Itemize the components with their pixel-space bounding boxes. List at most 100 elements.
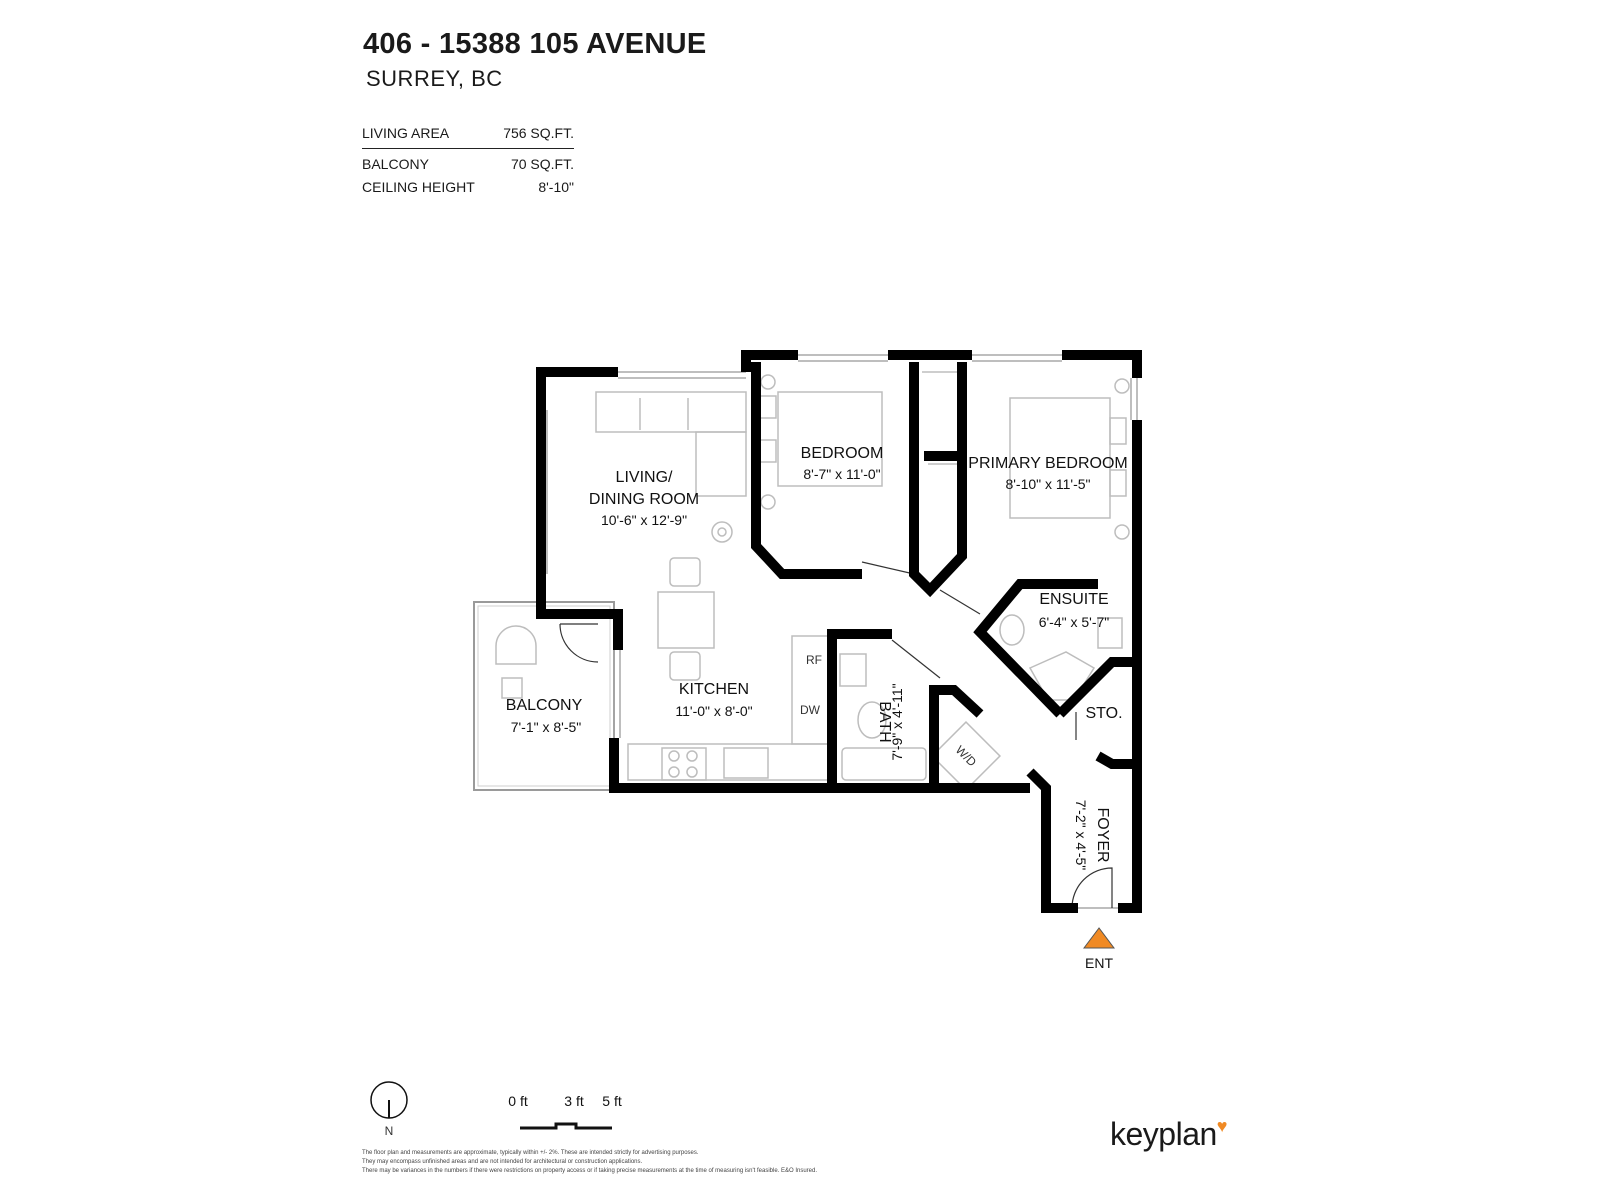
sofa-chaise bbox=[695, 431, 747, 497]
stove-burner bbox=[668, 766, 680, 778]
bath-label: BATH bbox=[876, 701, 893, 742]
washer-dryer-label: W/D bbox=[953, 743, 980, 770]
stove-burner bbox=[686, 750, 698, 762]
compass-north-label: N bbox=[385, 1124, 394, 1138]
disclaimer-line: There may be variances in the numbers if… bbox=[362, 1168, 818, 1174]
walls bbox=[536, 350, 1142, 913]
stove bbox=[661, 747, 707, 781]
primary-pillow bbox=[1109, 469, 1127, 497]
property-address: 406 - 15388 105 AVENUE bbox=[363, 28, 707, 60]
bath-dimensions: 7'-9" x 4'-11" bbox=[889, 683, 905, 760]
wall-bath-west bbox=[827, 629, 892, 788]
stove-burner bbox=[668, 750, 680, 762]
living-room-dimensions: 10'-6" x 12'-9" bbox=[601, 512, 687, 528]
wall-foyer-west bbox=[1026, 768, 1078, 913]
bath-vanity bbox=[839, 653, 867, 687]
wall-living-north bbox=[741, 350, 798, 372]
stat-row-living-area: LIVING AREA 756 SQ.FT. bbox=[362, 122, 574, 149]
stat-value: 756 SQ.FT. bbox=[503, 125, 574, 141]
scale-bar bbox=[520, 1122, 612, 1130]
bedroom-pillow bbox=[759, 439, 777, 463]
primary-bedroom-label: PRIMARY BEDROOM bbox=[968, 455, 1127, 472]
entry-door bbox=[1071, 867, 1113, 909]
scale-label-5: 5 ft bbox=[602, 1093, 622, 1109]
property-city: SURREY, BC bbox=[366, 66, 503, 91]
primary-bed bbox=[1009, 397, 1111, 519]
primary-pillow bbox=[1109, 417, 1127, 445]
stat-label: LIVING AREA bbox=[362, 125, 450, 141]
bedroom-label: BEDROOM bbox=[801, 445, 884, 462]
dining-chair bbox=[669, 651, 701, 681]
doors bbox=[559, 561, 1113, 909]
dining-chair bbox=[669, 557, 701, 587]
disclaimer-line: They may encompass unfinished areas and … bbox=[362, 1159, 643, 1165]
bedroom-dimensions: 8'-7" x 11'-0" bbox=[803, 466, 880, 482]
stat-row-ceiling-height: CEILING HEIGHT 8'-10" bbox=[362, 176, 574, 199]
foyer-dimensions: 7'-2" x 4'-5" bbox=[1073, 800, 1089, 871]
disclaimer-line: The floor plan and measurements are appr… bbox=[362, 1150, 699, 1156]
wall-ensuite bbox=[973, 579, 1098, 718]
wall-east bbox=[1118, 420, 1142, 913]
sofa bbox=[595, 391, 747, 433]
bath-tub bbox=[841, 747, 927, 781]
brand-name: keyplan bbox=[1110, 1116, 1217, 1152]
area-stats-table: LIVING AREA 756 SQ.FT. BALCONY 70 SQ.FT.… bbox=[362, 122, 574, 199]
bedroom-door bbox=[861, 561, 915, 575]
brand-logo: keyplan♥ bbox=[1110, 1116, 1227, 1153]
entry-arrow-icon bbox=[1083, 927, 1115, 949]
living-room-label: LIVING/ bbox=[616, 469, 673, 486]
wall-south bbox=[609, 738, 1030, 793]
stat-value: 70 SQ.FT. bbox=[510, 156, 574, 172]
bedroom-bed bbox=[777, 391, 883, 487]
ensuite-dimensions: 6'-4" x 5'-7" bbox=[1039, 614, 1110, 630]
wall-primary-north bbox=[1062, 350, 1142, 378]
ensuite-vanity bbox=[1097, 617, 1123, 649]
stove-burner bbox=[686, 766, 698, 778]
wall-bedroom-interior bbox=[751, 362, 862, 579]
kitchen-label: KITCHEN bbox=[679, 681, 749, 698]
stat-row-balcony: BALCONY 70 SQ.FT. bbox=[362, 153, 574, 176]
balcony-chair bbox=[495, 625, 537, 665]
stat-label: BALCONY bbox=[362, 156, 429, 172]
foyer-label: FOYER bbox=[1094, 807, 1111, 862]
wall-living-west bbox=[536, 367, 623, 650]
stat-label: CEILING HEIGHT bbox=[362, 179, 475, 195]
floor-lamp bbox=[711, 521, 733, 543]
primary-nightstand-lamp bbox=[1114, 524, 1130, 540]
kitchen-counter bbox=[627, 743, 831, 781]
dining-room-label: DINING ROOM bbox=[589, 491, 699, 508]
bedroom-pillow bbox=[759, 395, 777, 419]
fridge-label: RF bbox=[806, 653, 822, 667]
wall-closet bbox=[909, 362, 967, 598]
primary-nightstand-lamp bbox=[1114, 378, 1130, 394]
floor-lamp-center bbox=[717, 527, 727, 537]
ensuite-toilet bbox=[999, 614, 1025, 646]
balcony-outline bbox=[473, 601, 615, 791]
bath-door bbox=[891, 639, 941, 679]
bedroom-nightstand-lamp bbox=[760, 494, 776, 510]
bath-toilet bbox=[857, 701, 887, 739]
balcony-dimensions: 7'-1" x 8'-5" bbox=[511, 719, 582, 735]
dining-table bbox=[657, 591, 715, 649]
scale-label-0: 0 ft bbox=[508, 1093, 528, 1109]
wall-bath-east bbox=[929, 685, 984, 788]
washer-dryer-unit bbox=[930, 720, 1002, 792]
brand-accent-icon: ♥ bbox=[1216, 1116, 1228, 1136]
balcony-label: BALCONY bbox=[506, 697, 583, 714]
storage-label: STO. bbox=[1085, 705, 1122, 722]
ensuite-label: ENSUITE bbox=[1039, 591, 1108, 608]
kitchen-sink bbox=[723, 747, 769, 779]
kitchen-dimensions: 11'-0" x 8'-0" bbox=[675, 703, 752, 719]
primary-bedroom-dimensions: 8'-10" x 11'-5" bbox=[1005, 476, 1090, 492]
bedroom-nightstand-lamp bbox=[760, 374, 776, 390]
dishwasher-label: DW bbox=[800, 703, 821, 717]
scale-label-3: 3 ft bbox=[564, 1093, 584, 1109]
balcony-inner-outline bbox=[477, 605, 611, 787]
wall-storage-north bbox=[1056, 657, 1132, 718]
wall-storage-south bbox=[1095, 751, 1132, 769]
primary-door bbox=[939, 589, 981, 615]
stat-value: 8'-10" bbox=[538, 179, 574, 195]
balcony-side-table bbox=[501, 677, 523, 699]
balcony-door bbox=[559, 623, 599, 663]
